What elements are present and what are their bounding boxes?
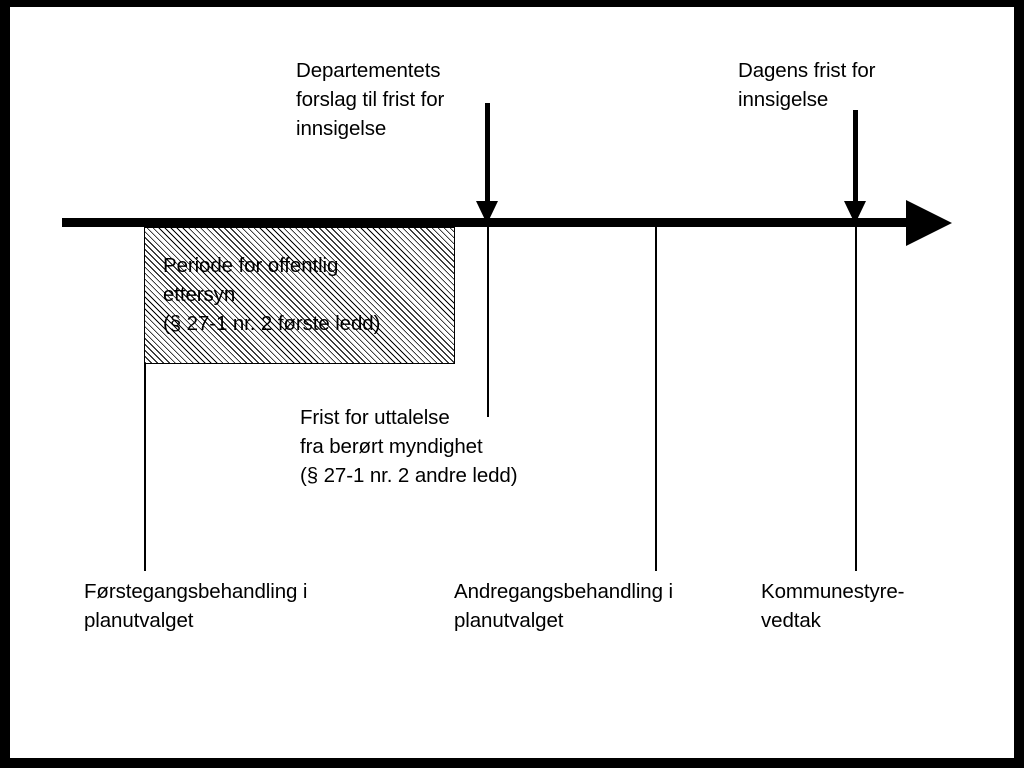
milestone-tick-andregangsbehandling	[655, 227, 657, 571]
annotation-label-frist-for-uttalelse: Frist for uttalelse fra berørt myndighet…	[300, 406, 518, 487]
milestone-tick-frist-for-uttalelse	[487, 227, 489, 417]
milestone-label-forstegangsbehandling: Førstegangsbehandling i planutvalget	[84, 580, 308, 632]
timeline-axis-arrowhead-icon	[906, 200, 952, 246]
callout-label-departementets-forslag: Departementets forslag til frist for inn…	[296, 59, 445, 140]
milestone-label-kommunestyrevedtak: Kommunestyre- vedtak	[761, 580, 905, 632]
callout-arrow-shaft-dagens-frist	[853, 110, 858, 202]
callout-arrow-shaft-departementets-forslag	[485, 103, 490, 202]
callout-label-dagens-frist: Dagens frist for innsigelse	[738, 59, 876, 111]
milestone-tick-kommunestyrevedtak	[855, 227, 857, 571]
diagram-canvas: Departementets forslag til frist for inn…	[10, 7, 1014, 758]
milestone-tick-forstegangsbehandling	[144, 364, 146, 571]
milestone-label-andregangsbehandling: Andregangsbehandling i planutvalget	[454, 580, 673, 632]
period-box-offentlig-ettersyn: Periode for offentlig ettersyn (§ 27-1 n…	[144, 227, 455, 364]
timeline-axis-line	[62, 218, 908, 227]
period-box-label: Periode for offentlig ettersyn (§ 27-1 n…	[163, 254, 381, 335]
